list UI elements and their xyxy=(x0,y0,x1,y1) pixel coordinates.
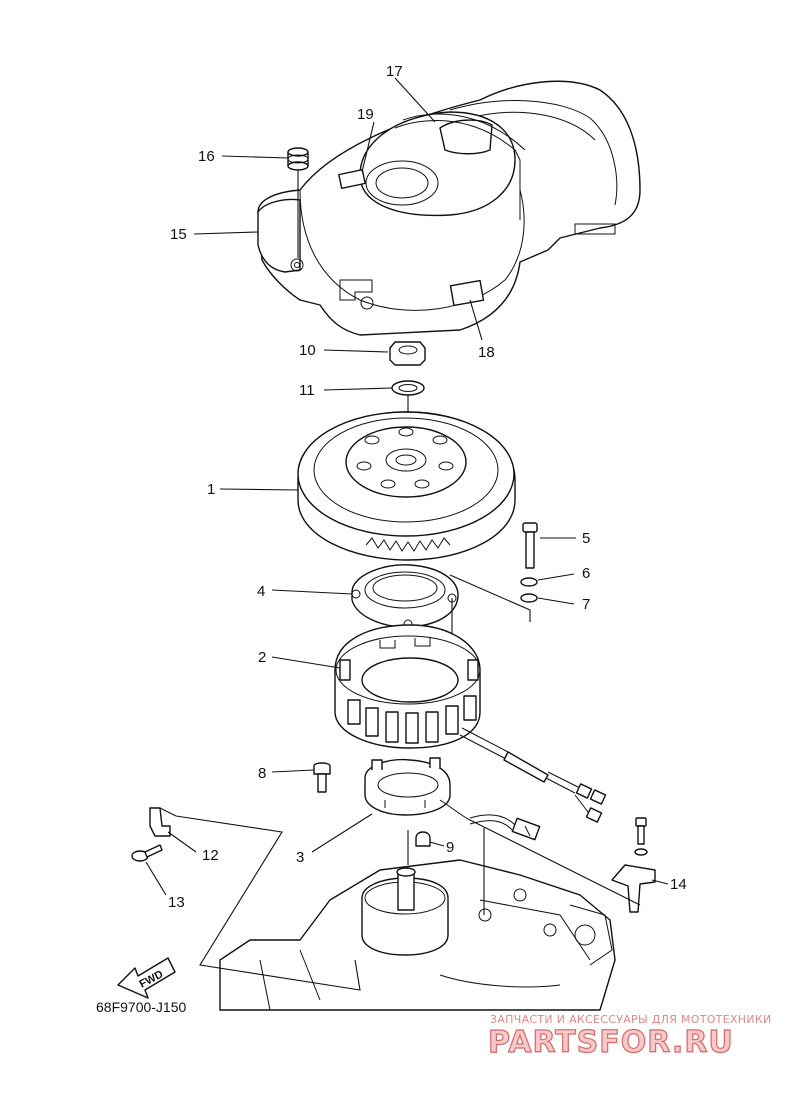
callout-2: 2 xyxy=(258,649,266,666)
callout-8: 8 xyxy=(258,765,266,782)
callout-12: 12 xyxy=(202,847,219,864)
callout-6: 6 xyxy=(582,565,590,582)
bolt xyxy=(522,522,538,569)
callout-14: 14 xyxy=(670,876,687,893)
callout-16: 16 xyxy=(198,148,215,165)
plain-washer xyxy=(520,593,538,603)
callout-9: 9 xyxy=(446,839,454,856)
label-19 xyxy=(338,168,366,190)
label-18 xyxy=(449,279,485,307)
callout-5: 5 xyxy=(582,530,590,547)
flywheel-nut xyxy=(389,341,426,366)
callout-18: 18 xyxy=(478,344,495,361)
callout-15: 15 xyxy=(170,226,187,243)
flywheel xyxy=(297,411,516,561)
grommet xyxy=(287,147,309,171)
callout-labels: 17 19 16 15 18 10 11 1 5 6 7 4 2 8 12 9 … xyxy=(168,63,687,911)
stator xyxy=(334,624,481,749)
power-head xyxy=(219,859,616,1011)
cable-clamp-left xyxy=(149,807,177,837)
cable-clamp-right xyxy=(611,817,656,913)
pulser-lead-wire xyxy=(469,814,541,841)
callout-7: 7 xyxy=(582,596,590,613)
woodruff-key xyxy=(415,831,431,847)
pulser-coil xyxy=(364,757,471,821)
callout-13: 13 xyxy=(168,894,185,911)
cover-cap xyxy=(359,111,526,220)
callout-19: 19 xyxy=(357,106,374,123)
callout-4: 4 xyxy=(257,583,265,600)
callout-3: 3 xyxy=(296,849,304,866)
watermark-tagline: ЗАПЧАСТИ И АКСЕССУАРЫ ДЛЯ МОТОТЕХНИКИ xyxy=(490,1013,772,1026)
watermark-brand: PARTSFOR.RU xyxy=(488,1025,734,1060)
stator-bracket xyxy=(351,564,459,629)
leader-lines xyxy=(145,77,669,991)
callout-11: 11 xyxy=(299,382,315,399)
callout-17: 17 xyxy=(386,63,403,80)
fwd-label: FWD xyxy=(138,968,166,990)
clamp-screw xyxy=(131,844,163,862)
figure-code: 68F9700-J150 xyxy=(96,999,187,1015)
stator-lead-wire xyxy=(459,727,607,823)
lock-washer xyxy=(520,577,538,587)
washer xyxy=(391,380,425,396)
pulser-screw xyxy=(313,762,331,793)
callout-10: 10 xyxy=(299,342,316,359)
watermark: ЗАПЧАСТИ И АКСЕССУАРЫ ДЛЯ МОТОТЕХНИКИ PA… xyxy=(487,1013,772,1061)
fwd-arrow: FWD xyxy=(117,957,176,999)
callout-1: 1 xyxy=(207,481,215,498)
